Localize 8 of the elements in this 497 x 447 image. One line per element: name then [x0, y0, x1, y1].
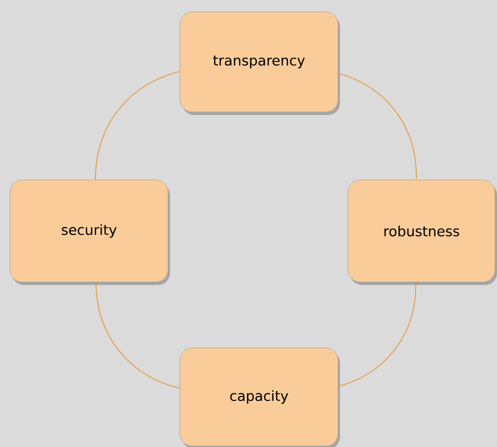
process-box: transparency — [180, 12, 340, 115]
connector-arc — [95, 71, 180, 180]
connector-arc — [96, 282, 180, 389]
process-box: security — [10, 180, 170, 285]
process-box: capacity — [180, 348, 340, 447]
connector-arc — [338, 282, 416, 387]
process-box: robustness — [348, 180, 497, 285]
connector-arc — [338, 72, 417, 180]
